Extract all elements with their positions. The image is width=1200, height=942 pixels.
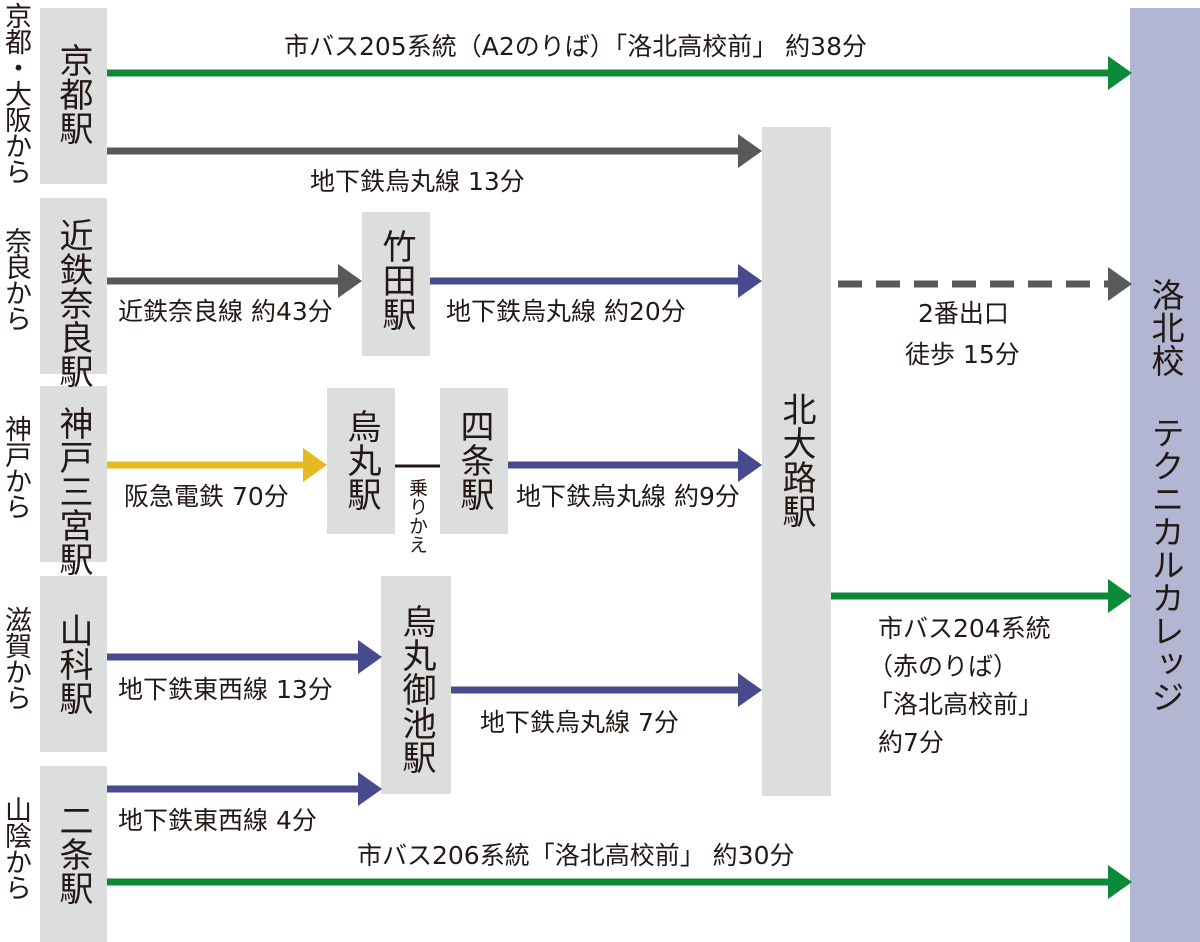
target-box — [1130, 8, 1200, 942]
station-box-kyoto — [40, 8, 107, 184]
label-tozai-yamashina: 地下鉄東西線 13分 — [118, 675, 333, 704]
station-box-nijo — [40, 766, 107, 942]
station-box-karasuma-oike — [381, 576, 451, 794]
station-kobe-sannomiya: 神戸三宮駅 — [53, 406, 93, 576]
arrowhead-hankyu — [303, 448, 327, 482]
arrowhead-bus206 — [1108, 865, 1132, 899]
arrowhead-bus205 — [1108, 56, 1132, 90]
station-box-yamashina — [40, 576, 107, 752]
label-bus204-line1: 市バス204系統 — [878, 614, 1051, 643]
arrowhead-walk — [1108, 267, 1132, 301]
arrowhead-tozai-yamashina — [358, 640, 382, 674]
station-yamashina: 山科駅 — [53, 613, 93, 715]
label-bus206: 市バス206系統「洛北高校前」 約30分 — [357, 841, 795, 870]
label-bus204-line2: （赤のりば） — [868, 652, 1019, 681]
label-kintetsu: 近鉄奈良線 約43分 — [118, 297, 333, 326]
station-box-shijo — [440, 388, 508, 534]
arrowhead-takeda-subway — [738, 264, 762, 298]
arrowhead-bus204 — [1108, 579, 1132, 613]
arrowhead-kyoto-subway — [738, 134, 762, 168]
label-walk-time: 徒歩 15分 — [905, 340, 1020, 369]
label-hankyu: 阪急電鉄 70分 — [124, 482, 289, 511]
label-takeda-subway: 地下鉄烏丸線 約20分 — [446, 297, 686, 326]
station-kintetsu-nara: 近鉄奈良駅 — [53, 218, 93, 388]
arrowhead-oike-subway — [738, 673, 762, 707]
arrowhead-shijo-subway — [738, 448, 762, 482]
station-kyoto: 京都駅 — [53, 43, 93, 145]
transfer-note: 乗りかえ — [406, 478, 428, 554]
label-walk-exit: 2番出口 — [918, 299, 1009, 328]
station-kitaoji: 北大路駅 — [776, 392, 816, 528]
station-karasuma-oike: 烏丸御池駅 — [396, 604, 436, 774]
label-bus204-line3: 「洛北高校前」 — [868, 690, 1044, 719]
station-box-kintetsu-nara — [40, 198, 107, 374]
region-kobe: 神戸から — [0, 415, 31, 519]
region-nara: 奈良から — [0, 227, 31, 331]
arrowhead-tozai-nijo — [358, 772, 382, 806]
station-nijo: 二条駅 — [53, 803, 93, 905]
target-campus: 洛北校 テクニカルカレッジ — [1146, 278, 1185, 713]
station-box-takeda — [362, 212, 430, 356]
label-kyoto-subway: 地下鉄烏丸線 13分 — [310, 167, 525, 196]
label-bus205: 市バス205系統（A2のりば）「洛北高校前」 約38分 — [284, 32, 867, 61]
label-shijo-subway: 地下鉄烏丸線 約9分 — [516, 482, 740, 511]
label-oike-subway: 地下鉄烏丸線 7分 — [480, 708, 679, 737]
region-shiga: 滋賀から — [0, 606, 31, 710]
station-shijo: 四条駅 — [454, 409, 494, 511]
station-karasuma: 烏丸駅 — [341, 409, 381, 511]
station-box-kobe-sannomiya — [40, 386, 107, 562]
station-box-kitaoji — [762, 127, 831, 796]
label-bus204-line4: 約7分 — [878, 728, 944, 757]
arrowhead-kintetsu — [338, 264, 362, 298]
label-tozai-nijo: 地下鉄東西線 4分 — [118, 806, 317, 835]
station-box-karasuma — [327, 388, 395, 534]
region-kyoto-osaka: 京都・大阪から — [0, 2, 31, 184]
region-sanin: 山陰から — [0, 796, 31, 900]
station-takeda: 竹田駅 — [376, 229, 416, 331]
